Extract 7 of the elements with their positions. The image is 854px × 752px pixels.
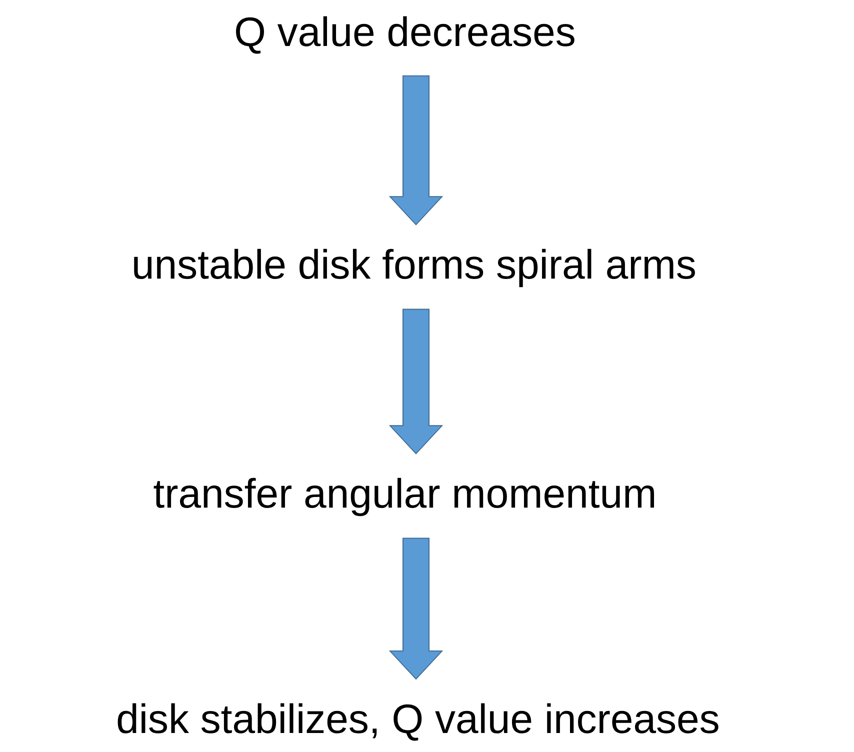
step-text: Q value decreases [236, 16, 574, 54]
block-arrow [388, 538, 444, 680]
block-arrow [388, 75, 444, 226]
step-text: disk stabilizes, Q value increases [118, 703, 718, 741]
block-arrow [388, 308, 444, 454]
step-text: unstable disk forms spiral arms [134, 248, 695, 288]
step-text: transfer angular momentum [154, 478, 654, 516]
